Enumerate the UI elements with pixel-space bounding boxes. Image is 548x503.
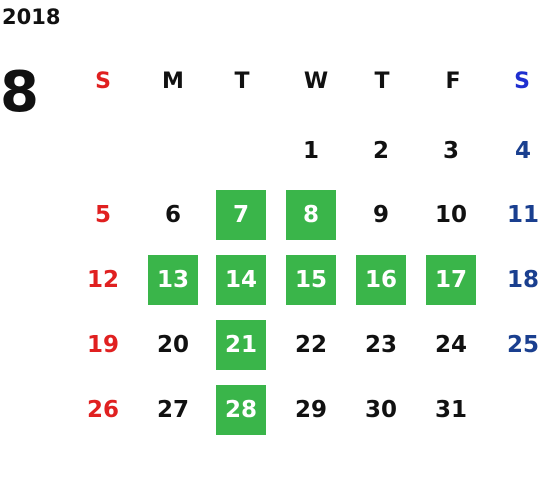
day-cell-sun[interactable]: 12 [86,267,119,293]
weekday-header-fri: F [445,69,461,94]
day-cell-fri[interactable]: 31 [434,397,467,423]
weekday-header-sat: S [514,69,530,94]
day-cell-tue[interactable]: 21 [216,320,266,370]
weekday-header-row: S M T W T F S [0,62,548,102]
weekday-header-mon: M [162,69,184,94]
day-cell-mon[interactable]: 6 [164,202,181,228]
day-cell-fri[interactable]: 3 [442,138,459,164]
day-cell-mon[interactable]: 27 [156,397,189,423]
day-cell-sat[interactable]: 25 [506,332,539,358]
day-cell-sat[interactable]: 18 [506,267,539,293]
day-cell-wed[interactable]: 29 [294,397,327,423]
day-cell-wed[interactable]: 1 [302,138,319,164]
day-cell-sun[interactable]: 5 [94,202,111,228]
weekday-header-tue: T [234,69,250,94]
day-cell-fri[interactable]: 17 [426,255,476,305]
day-cell-fri[interactable]: 10 [434,202,467,228]
day-cell-mon[interactable]: 13 [148,255,198,305]
day-cell-sat[interactable]: 4 [514,138,531,164]
day-cell-sun[interactable]: 26 [86,397,119,423]
day-cell-tue[interactable]: 14 [216,255,266,305]
day-cell-thu[interactable]: 30 [364,397,397,423]
day-cell-fri[interactable]: 24 [434,332,467,358]
weekday-header-wed: W [303,69,329,94]
weekday-header-sun: S [95,69,111,94]
day-cell-wed[interactable]: 8 [286,190,336,240]
day-cell-mon[interactable]: 20 [156,332,189,358]
calendar-year: 2018 [2,5,61,29]
day-cell-thu[interactable]: 23 [364,332,397,358]
day-cell-sun[interactable]: 19 [86,332,119,358]
day-cell-thu[interactable]: 9 [372,202,389,228]
day-cell-wed[interactable]: 15 [286,255,336,305]
day-cell-tue[interactable]: 7 [216,190,266,240]
day-cell-tue[interactable]: 28 [216,385,266,435]
day-cell-thu[interactable]: 16 [356,255,406,305]
day-cell-wed[interactable]: 22 [294,332,327,358]
day-cell-thu[interactable]: 2 [372,138,389,164]
weekday-header-thu: T [374,69,390,94]
day-cell-sat[interactable]: 11 [506,202,539,228]
calendar-month: 8 [0,60,39,125]
